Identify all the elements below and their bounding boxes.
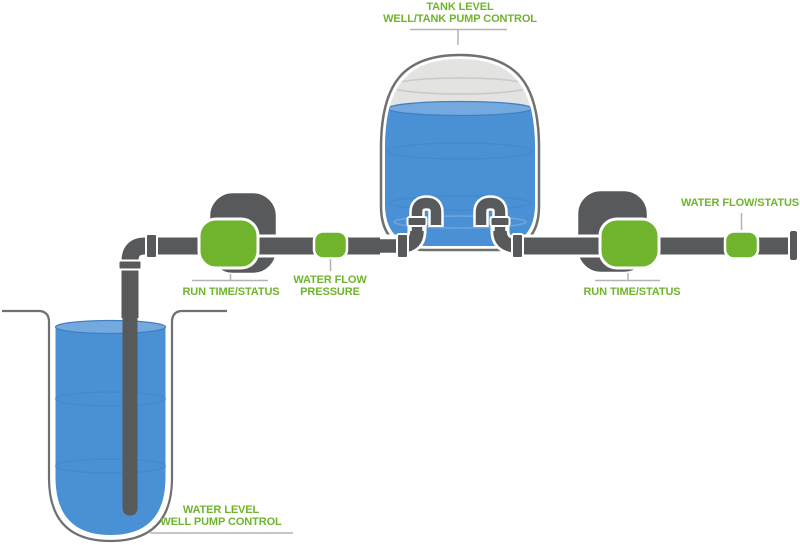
left-pump-runtime-sensor <box>197 217 260 270</box>
well-water-surface <box>54 319 167 335</box>
well-water-arc-1 <box>54 391 167 407</box>
pipe-couplings <box>117 216 524 271</box>
tank-label-connector <box>410 28 507 45</box>
flow-pressure-label-line1: WATER FLOW <box>293 274 367 286</box>
label-connectors <box>150 28 743 534</box>
water-flow-pressure-sensor <box>312 230 349 260</box>
left-pump-label-connector <box>192 274 268 282</box>
tank-water-surface <box>387 100 533 117</box>
tank-water-arc-2 <box>389 195 531 211</box>
well-water-arc-2 <box>54 458 167 474</box>
storage-tank <box>379 53 541 252</box>
tank-right-riser-coupling <box>489 216 511 227</box>
tank-label: TANK LEVEL WELL/TANK PUMP CONTROL <box>330 1 590 25</box>
well-label: WATER LEVEL WELL PUMP CONTROL <box>141 504 301 528</box>
tank-water-arc-1 <box>387 142 533 160</box>
well-water <box>55 327 166 535</box>
left-pump-runtime-label: RUN TIME/STATUS <box>182 286 280 298</box>
well-label-line2: WELL PUMP CONTROL <box>160 515 282 528</box>
well-label-line1: WATER LEVEL <box>182 504 260 516</box>
pipe-end-cap <box>788 229 799 262</box>
well-drop-pipe <box>122 312 138 516</box>
tank-water-arc-3 <box>393 215 527 229</box>
tank-label-line2: WELL/TANK PUMP CONTROL <box>383 12 537 25</box>
flow-pressure-label: WATER FLOW PRESSURE <box>270 274 390 298</box>
tank-right-pipe-coupling <box>511 233 524 259</box>
tank-right-loop <box>475 197 506 231</box>
right-pump-runtime-label: RUN TIME/STATUS <box>583 286 681 298</box>
flow-status-label: WATER FLOW/STATUS <box>680 197 800 209</box>
water-flow-status-sensor <box>723 230 760 260</box>
tank-left-pipe-coupling <box>396 233 409 259</box>
right-pump-runtime-sensor <box>598 217 661 270</box>
tank-left-loop <box>411 197 442 231</box>
ground-line-and-well-outline <box>2 309 227 543</box>
flow-pressure-label-line2: PRESSURE <box>300 285 360 298</box>
right-pump-label-connector <box>595 273 660 282</box>
well <box>2 309 227 543</box>
tank-left-riser-coupling <box>406 216 428 227</box>
tank-label-line1: TANK LEVEL <box>426 1 494 13</box>
riser-coupling <box>117 259 143 271</box>
elbow-coupling <box>145 233 158 259</box>
